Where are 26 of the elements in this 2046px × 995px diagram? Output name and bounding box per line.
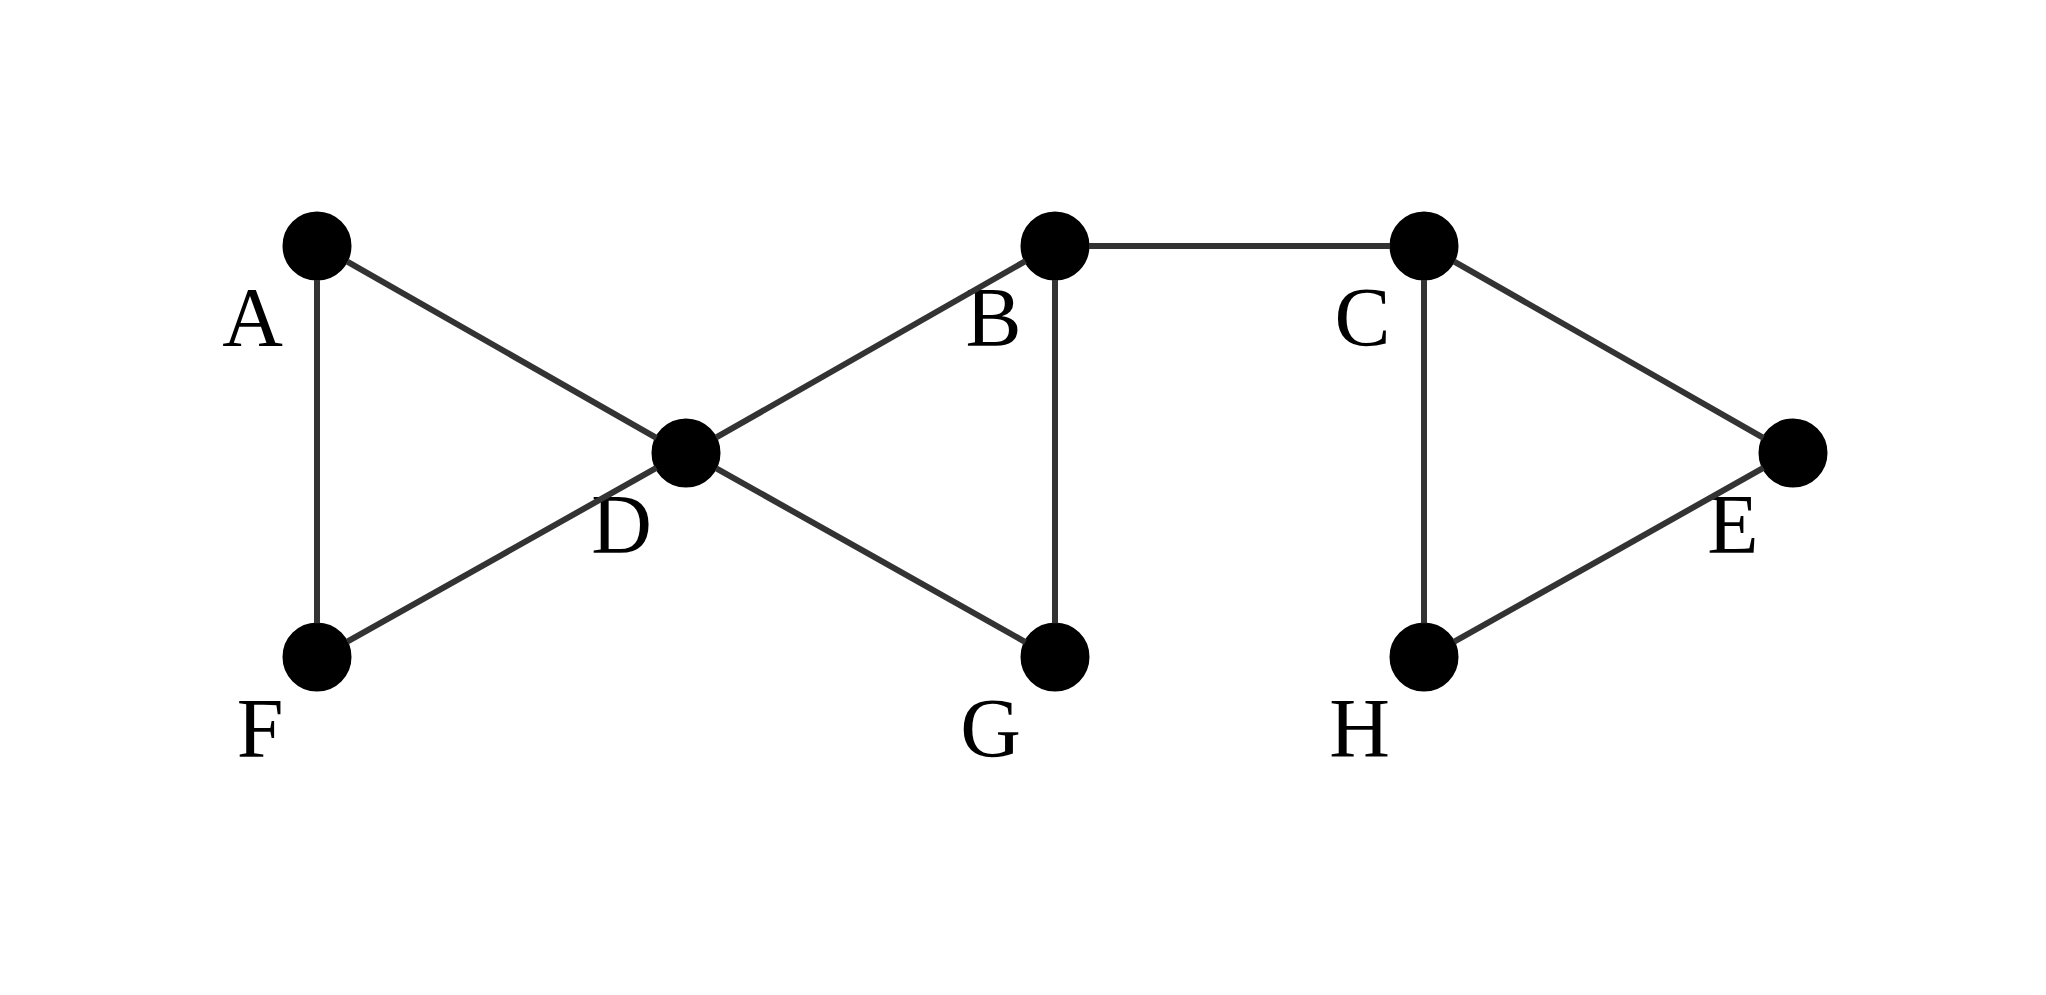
connector — [1420, 279, 1427, 623]
node-label: C — [1333, 270, 1391, 364]
connector — [714, 465, 1027, 645]
node-circle — [282, 211, 351, 280]
node-circle — [282, 622, 351, 691]
node-label: H — [1328, 681, 1390, 775]
connector — [345, 464, 658, 644]
connector — [1088, 242, 1390, 249]
connector — [1452, 258, 1765, 440]
node-circle — [1020, 211, 1089, 280]
node-label: B — [964, 270, 1022, 364]
node-label: A — [221, 270, 283, 364]
node-circle — [1758, 418, 1827, 487]
connector — [345, 258, 658, 440]
node-circle — [1020, 622, 1089, 691]
connector — [313, 279, 320, 623]
node-label: E — [1706, 477, 1759, 571]
node-label: G — [959, 681, 1021, 775]
node-label: D — [590, 477, 652, 571]
connector — [1051, 279, 1058, 623]
node-circle — [1389, 622, 1458, 691]
connector — [1452, 464, 1765, 644]
connector — [714, 258, 1027, 440]
node-circle — [651, 418, 720, 487]
node-label: F — [236, 681, 283, 775]
node-circle — [1389, 211, 1458, 280]
